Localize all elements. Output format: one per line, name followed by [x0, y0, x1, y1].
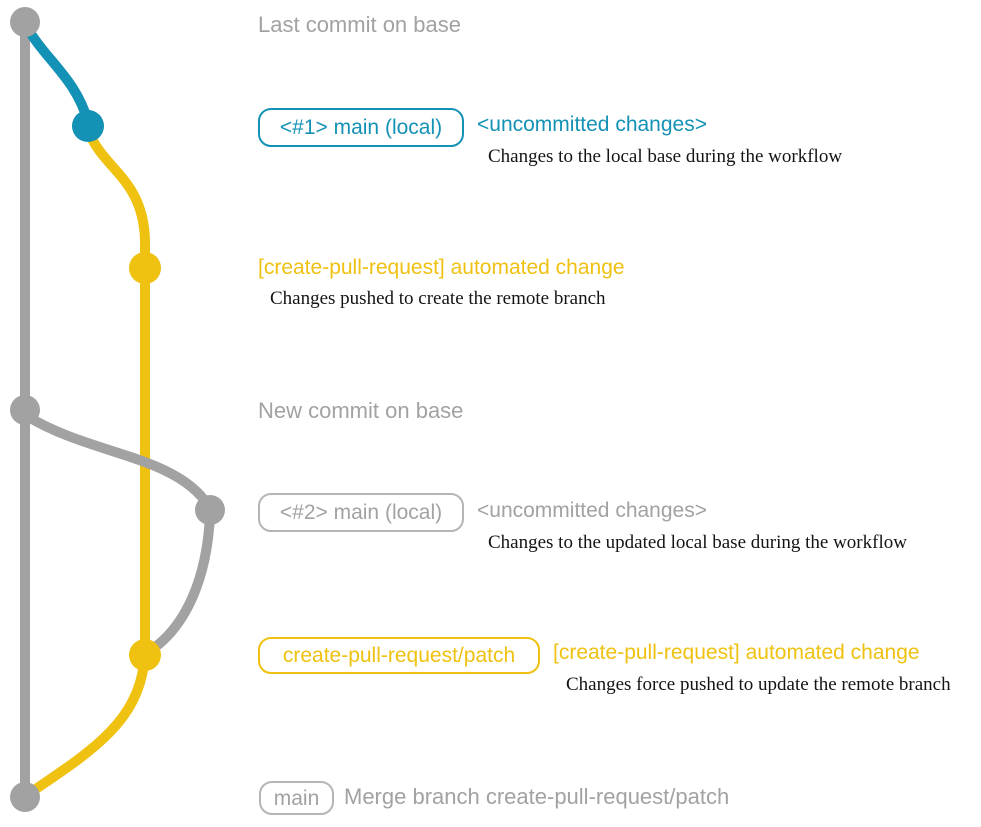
branch-box-main-local-2: <#2> main (local)	[258, 493, 464, 532]
uncommitted-changes-1-description: Changes to the local base during the wor…	[488, 146, 843, 167]
branch-box-create-pull-request-patch: create-pull-request/patch	[258, 637, 540, 674]
main-local-branch-curve	[20, 19, 93, 127]
uncommitted-changes-1-title: <uncommitted changes>	[477, 113, 707, 136]
branch-box-main-label: main	[273, 786, 320, 810]
branch-box-main-local-1-label: <#1> main (local)	[279, 116, 443, 139]
force-push-curve	[149, 510, 215, 653]
merge-curve	[25, 658, 149, 798]
commit-dot-automated-1	[129, 252, 161, 284]
uncommitted-changes-2-description: Changes to the updated local base during…	[488, 532, 907, 553]
last-commit-label: Last commit on base	[258, 12, 461, 37]
commit-dot-new-base	[10, 395, 40, 425]
commit-dot-uncommitted-1	[72, 110, 104, 142]
commit-dot-uncommitted-2	[195, 495, 225, 525]
branch-box-main: main	[259, 781, 334, 815]
automated-change-2-description: Changes force pushed to update the remot…	[566, 674, 951, 695]
new-commit-label: New commit on base	[258, 398, 464, 423]
branch-box-main-local-2-label: <#2> main (local)	[279, 501, 443, 524]
automated-change-1-description: Changes pushed to create the remote bran…	[270, 288, 606, 309]
merge-commit-label: Merge branch create-pull-request/patch	[344, 784, 730, 809]
updated-local-branch-curve	[22, 411, 213, 510]
commit-dot-merge	[10, 782, 40, 812]
automated-change-2-title: [create-pull-request] automated change	[553, 641, 920, 664]
branch-box-create-pull-request-patch-label: create-pull-request/patch	[282, 644, 516, 667]
commit-dot-automated-2	[129, 639, 161, 671]
uncommitted-changes-2-title: <uncommitted changes>	[477, 499, 707, 522]
patch-branch-line	[83, 125, 150, 660]
branch-box-main-local-1: <#1> main (local)	[258, 108, 464, 147]
commit-dot-last-base	[10, 7, 40, 37]
automated-change-1-title: [create-pull-request] automated change	[258, 256, 625, 279]
